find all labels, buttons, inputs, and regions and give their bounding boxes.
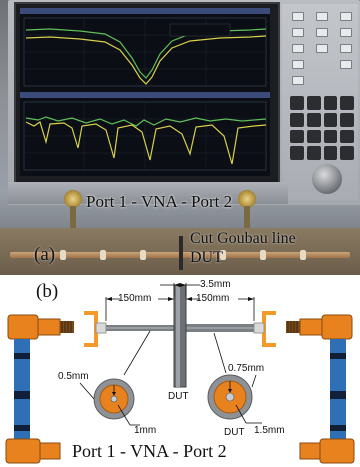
vna-button <box>316 12 328 21</box>
right-cable <box>330 339 346 439</box>
dut-right-label: DUT <box>224 427 245 438</box>
left-bottom-sma-connector <box>5 438 61 464</box>
vna-button <box>316 44 328 53</box>
left-outer-dimension: 1mm <box>134 425 157 436</box>
panel-b-label: (b) <box>36 281 59 302</box>
vna-button <box>340 12 352 21</box>
left-top-sma-connector <box>7 314 74 340</box>
line-support <box>100 250 106 260</box>
line-support <box>300 250 306 260</box>
dut-center-label: DUT <box>168 391 189 402</box>
right-cross-section <box>207 374 262 424</box>
right-outer-dimension: 1.5mm <box>254 425 285 436</box>
vna-traces <box>20 8 270 171</box>
vna-button <box>292 12 304 21</box>
panel-b-schematic: (b) 150mm 150mm 3.5mm 0.5mm 1mm 0.75mm 1… <box>0 275 360 467</box>
vna-port-1-connector <box>64 190 82 208</box>
vna-port-label: Port 1 - VNA - Port 2 <box>86 192 233 211</box>
panel-a-label: (a) <box>34 244 56 265</box>
dut-gap-marker <box>179 236 183 270</box>
left-length-dimension: 150mm <box>118 293 152 304</box>
vna-button <box>340 28 352 37</box>
right-launch-bracket <box>253 311 276 347</box>
panel-a-photo: Port 1 - VNA - Port 2 (a) Cut Goubau lin… <box>0 0 360 275</box>
right-core-dimension: 0.75mm <box>228 363 265 374</box>
line-support <box>220 250 226 260</box>
port-1-cable <box>70 206 76 240</box>
line-support <box>60 250 66 260</box>
schematic-drawing <box>5 283 355 464</box>
goubau-line-label: Cut Goubau line <box>190 230 296 247</box>
vna-keypad <box>290 96 354 160</box>
vna-button <box>292 60 304 69</box>
vna-rotary-knob <box>312 164 342 194</box>
line-support <box>140 250 146 260</box>
vna-screen <box>20 8 270 176</box>
right-bottom-sma-connector <box>299 438 355 464</box>
left-core-dimension: 0.5mm <box>58 371 89 382</box>
left-cross-section <box>79 378 140 426</box>
vna-button <box>292 76 304 85</box>
right-length-dimension: 150mm <box>196 293 230 304</box>
vna-button <box>292 28 304 37</box>
line-support <box>260 250 266 260</box>
vna-button <box>316 28 328 37</box>
left-launch-bracket <box>84 311 107 347</box>
vna-button <box>340 44 352 53</box>
right-top-sma-connector <box>286 314 353 340</box>
port-2-cable <box>244 206 250 240</box>
dut-photo-label: DUT <box>190 249 223 266</box>
gap-dimension: 3.5mm <box>200 279 231 290</box>
vna-port-caption: Port 1 - VNA - Port 2 <box>72 441 227 461</box>
vna-button <box>340 60 352 69</box>
vna-port-2-connector <box>238 190 256 208</box>
left-cable <box>14 339 30 439</box>
vna-button <box>292 44 304 53</box>
